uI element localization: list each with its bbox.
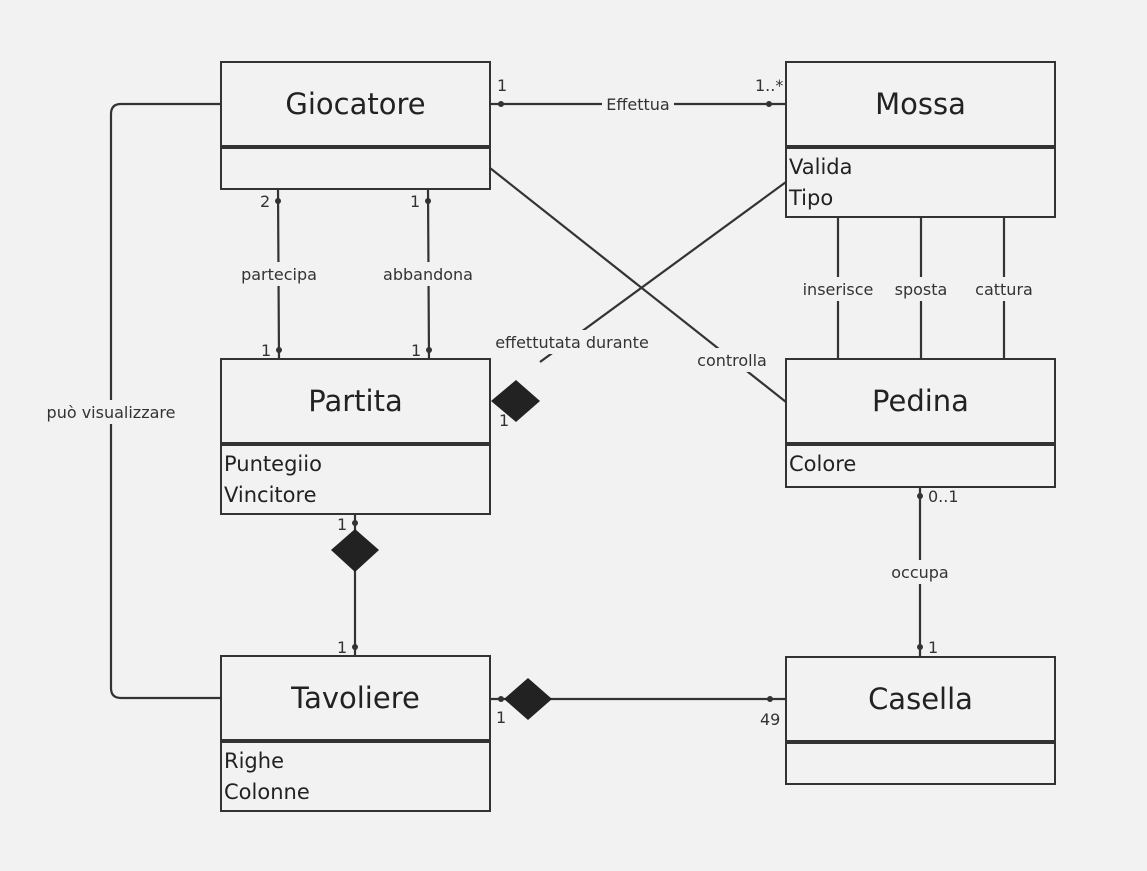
mult-tavoliere-casella-tavoliere: 1 <box>496 708 506 727</box>
class-casella-attributes <box>785 742 1056 785</box>
class-mossa-name: Mossa <box>785 61 1056 147</box>
class-mossa-attributes: Valida Tipo <box>785 147 1056 218</box>
class-mossa-attr-tipo: Tipo <box>789 186 834 210</box>
assoc-occupa-label: occupa <box>891 563 948 582</box>
class-casella[interactable]: Casella <box>785 656 1056 785</box>
class-tavoliere-name: Tavoliere <box>220 655 491 741</box>
mult-partita-tavoliere-partita: 1 <box>337 515 347 534</box>
assoc-inserisce-label: inserisce <box>803 280 874 299</box>
class-giocatore-name: Giocatore <box>220 61 491 147</box>
mult-effettua-giocatore: 1 <box>497 76 507 95</box>
mult-partita-tavoliere-tavoliere: 1 <box>337 638 347 657</box>
class-partita-attr-vincitore: Vincitore <box>224 483 317 507</box>
assoc-cattura-label: cattura <box>975 280 1033 299</box>
mult-partecipa-giocatore: 2 <box>260 192 270 211</box>
class-partita-name: Partita <box>220 358 491 444</box>
class-mossa-attr-valida: Valida <box>789 155 853 179</box>
composition-diamond-partita-tavoliere <box>331 529 379 572</box>
class-tavoliere[interactable]: Tavoliere Righe Colonne <box>220 655 491 812</box>
assoc-abbandona-label: abbandona <box>383 265 473 284</box>
assoc-effettutata-durante-label: effettutata durante <box>495 333 649 352</box>
class-partita-attributes: Puntegiio Vincitore <box>220 444 491 515</box>
mult-occupa-pedina: 0..1 <box>928 487 959 506</box>
class-tavoliere-attributes: Righe Colonne <box>220 741 491 812</box>
class-mossa[interactable]: Mossa Valida Tipo <box>785 61 1056 218</box>
assoc-controlla-label: controlla <box>697 351 767 370</box>
assoc-puo-visualizzare-label: può visualizzare <box>47 403 176 422</box>
composition-diamond-partita <box>491 380 540 422</box>
mult-effettutata-partita: 1 <box>499 411 509 430</box>
class-partita-attr-puntegiio: Puntegiio <box>224 452 322 476</box>
assoc-sposta-label: sposta <box>895 280 948 299</box>
class-giocatore[interactable]: Giocatore <box>220 61 491 190</box>
class-partita[interactable]: Partita Puntegiio Vincitore <box>220 358 491 515</box>
class-casella-name: Casella <box>785 656 1056 742</box>
class-tavoliere-attr-righe: Righe <box>224 749 284 773</box>
class-pedina-attr-colore: Colore <box>789 452 857 476</box>
mult-occupa-casella: 1 <box>928 638 938 657</box>
mult-effettua-mossa: 1..* <box>755 76 783 95</box>
class-tavoliere-attr-colonne: Colonne <box>224 780 310 804</box>
class-pedina[interactable]: Pedina Colore <box>785 358 1056 488</box>
mult-tavoliere-casella-casella: 49 <box>760 710 780 729</box>
assoc-partecipa-label: partecipa <box>241 265 317 284</box>
composition-diamond-tavoliere-casella <box>504 678 552 720</box>
mult-abbandona-partita: 1 <box>411 341 421 360</box>
class-giocatore-attributes <box>220 147 491 190</box>
mult-partecipa-partita: 1 <box>261 341 271 360</box>
class-pedina-attributes: Colore <box>785 444 1056 488</box>
mult-abbandona-giocatore: 1 <box>410 192 420 211</box>
assoc-effettua-label: Effettua <box>606 95 669 114</box>
class-pedina-name: Pedina <box>785 358 1056 444</box>
